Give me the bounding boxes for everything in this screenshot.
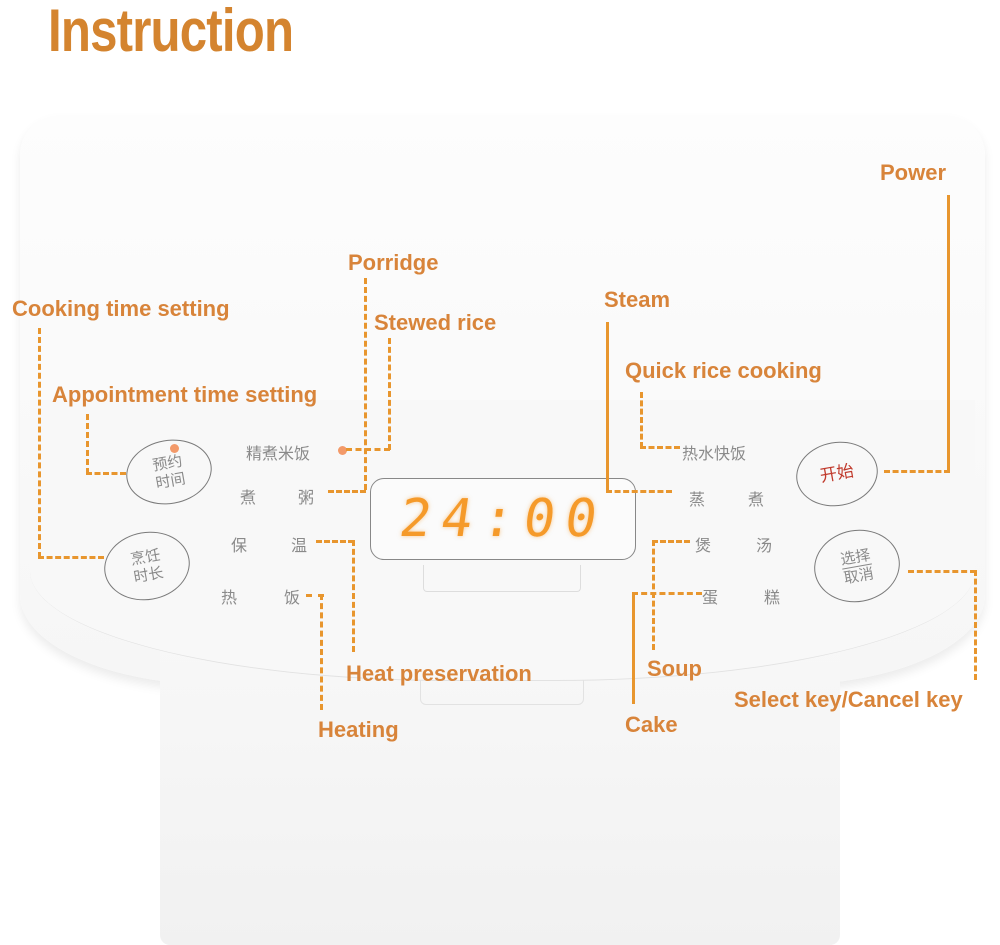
menu-heat-rice[interactable]: 饭: [284, 588, 301, 607]
menu-cook[interactable]: 煮: [748, 490, 765, 509]
menu-egg[interactable]: 蛋: [702, 588, 719, 607]
menu-soup[interactable]: 汤: [756, 536, 773, 555]
callout-porridge: Porridge: [348, 250, 439, 275]
fine-rice-indicator-icon: [338, 446, 347, 455]
callout-steam: Steam: [604, 287, 671, 312]
leader-line-cake: [632, 592, 635, 704]
leader-line-quick-rice: [640, 392, 643, 448]
callout-heat-preservation: Heat preservation: [346, 661, 532, 686]
menu-steam[interactable]: 蒸: [689, 490, 706, 509]
fine-rice-label[interactable]: 精煮米饭: [246, 444, 311, 463]
leader-line-cake-h: [632, 592, 702, 595]
leader-line-stewed-rice: [388, 338, 391, 450]
leader-line-soup: [652, 540, 655, 650]
leader-line-power: [947, 195, 950, 472]
appointment-label-2: 时间: [154, 469, 187, 493]
leader-line-select-cancel-h: [908, 570, 976, 573]
leader-line-heating-h: [306, 594, 324, 597]
callout-quick-rice-cooking: Quick rice cooking: [625, 358, 822, 383]
menu-bao[interactable]: 保: [231, 536, 248, 555]
leader-line-cooking-time: [38, 328, 41, 558]
cooking-time-label-2: 时长: [132, 563, 165, 587]
menu-stew[interactable]: 煲: [695, 536, 712, 555]
leader-line-steam-h: [606, 490, 672, 493]
leader-line-stewed-rice-h: [346, 448, 390, 451]
leader-line-appointment: [86, 414, 89, 474]
leader-line-porridge: [364, 278, 367, 490]
start-label: 开始: [818, 461, 856, 487]
leader-line-heating: [320, 594, 323, 710]
cancel-label: 取消: [842, 563, 875, 587]
led-display: 24:00: [370, 478, 636, 560]
callout-appointment-time-setting: Appointment time setting: [52, 382, 318, 407]
leader-line-power-h: [884, 470, 950, 473]
appointment-indicator-icon: [170, 444, 179, 453]
callout-cake: Cake: [625, 712, 678, 737]
menu-porridge[interactable]: 粥: [298, 488, 315, 507]
page-title: Instruction: [48, 0, 294, 64]
callout-power: Power: [880, 160, 947, 185]
leader-line-porridge-h: [328, 490, 366, 493]
callout-stewed-rice: Stewed rice: [374, 310, 497, 335]
callout-select-cancel-key: Select key/Cancel key: [734, 687, 963, 712]
callout-cooking-time-setting: Cooking time setting: [12, 296, 230, 321]
menu-keep-warm[interactable]: 温: [291, 536, 308, 555]
leader-line-soup-h: [652, 540, 690, 543]
leader-line-quick-rice-h: [640, 446, 680, 449]
menu-zhu[interactable]: 煮: [240, 488, 257, 507]
leader-line-steam: [606, 322, 609, 492]
lid-handle: [423, 565, 581, 592]
leader-line-select-cancel: [974, 570, 977, 680]
menu-cake[interactable]: 糕: [764, 588, 781, 607]
leader-line-appointment-h: [86, 472, 126, 475]
time-readout: 24:00: [395, 489, 611, 549]
callout-soup: Soup: [647, 656, 702, 681]
rice-cooker-body: [160, 630, 840, 945]
leader-line-heat-preservation-h: [316, 540, 354, 543]
callout-heating: Heating: [318, 717, 399, 742]
quick-rice-label[interactable]: 热水快饭: [682, 444, 747, 463]
leader-line-heat-preservation: [352, 540, 355, 652]
leader-line-cooking-time-h: [38, 556, 104, 559]
menu-re[interactable]: 热: [221, 588, 238, 607]
